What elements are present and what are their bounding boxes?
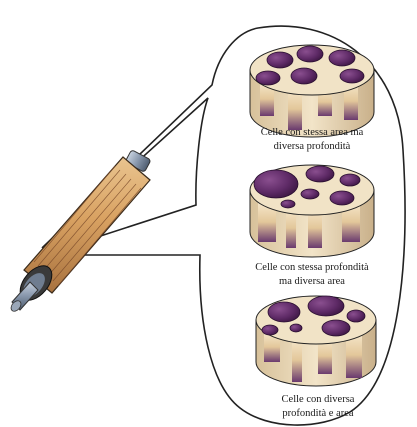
caption-line: diversa profondità [226, 140, 398, 154]
caption-line: profondità e area [232, 407, 404, 421]
cell-caption-same-depth: Celle con stessa profondità ma diversa a… [226, 261, 398, 289]
caption-line: Celle con stessa profondità [226, 261, 398, 275]
cell-cylinder-icon [256, 296, 376, 386]
cell-cylinder-icon [250, 45, 374, 137]
cell-caption-same-area: Celle con stessa area ma diversa profond… [226, 126, 398, 154]
caption-line: Celle con stessa area ma [226, 126, 398, 140]
cell-caption-different-both: Celle con diversa profondità e area [232, 393, 404, 421]
cell-cylinder-icon [250, 165, 374, 257]
caption-line: ma diversa area [226, 275, 398, 289]
caption-line: Celle con diversa [232, 393, 404, 407]
